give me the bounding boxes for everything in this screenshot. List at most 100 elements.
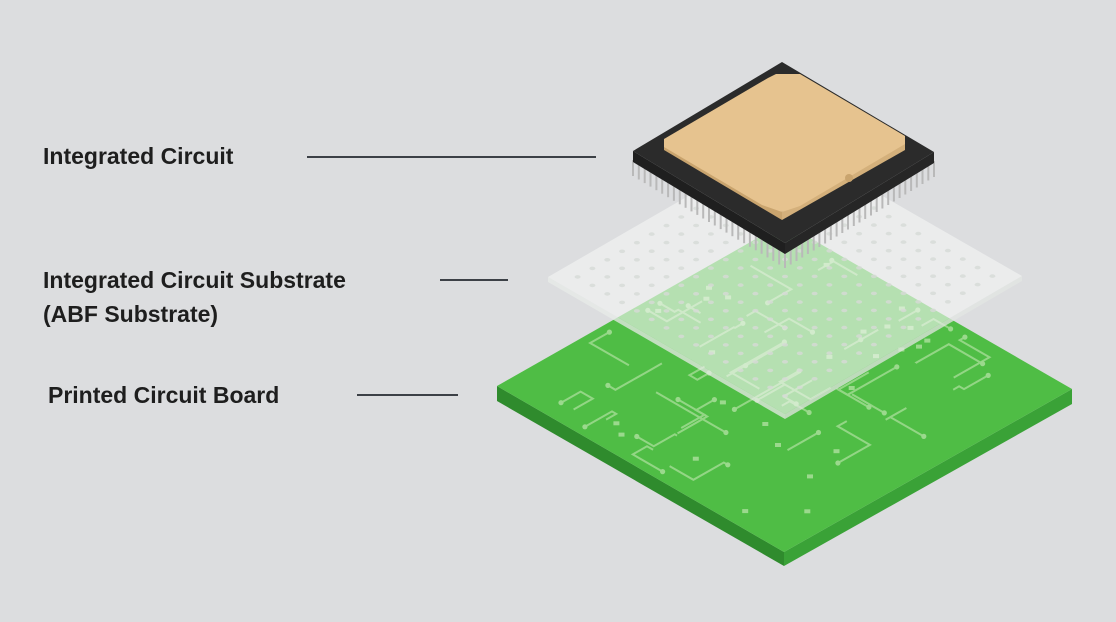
substrate-dot [693, 309, 700, 313]
substrate-dot [707, 334, 714, 339]
substrate-dot [782, 325, 788, 330]
substrate-dot [796, 385, 803, 390]
pcb-pad [675, 396, 681, 403]
substrate-dot [856, 283, 863, 287]
printed-circuit-board-label: Printed Circuit Board [48, 382, 280, 408]
pcb-pad [605, 382, 611, 388]
substrate-dot [737, 351, 744, 356]
substrate-dot [678, 317, 685, 322]
substrate-dot [722, 326, 729, 330]
integrated-circuit-leader-line [307, 156, 596, 158]
substrate-dot [841, 359, 848, 364]
substrate-dot [856, 334, 863, 338]
substrate-dot [885, 283, 892, 287]
substrate-dot [796, 283, 803, 287]
substrate-dot [811, 257, 818, 262]
substrate-dot [915, 231, 922, 236]
substrate-dot [796, 351, 803, 356]
pcb-pad [731, 406, 738, 412]
substrate-dot [870, 274, 877, 279]
substrate-dot [678, 249, 685, 253]
substrate-dot [767, 385, 774, 390]
substrate-dot [663, 240, 670, 245]
substrate-dot [870, 325, 877, 330]
substrate-dot [826, 266, 833, 270]
pcb-pad [881, 410, 887, 416]
chip-body-right-side [785, 152, 934, 254]
substrate-dot [693, 240, 700, 245]
substrate-sublabel: (ABF Substrate) [43, 301, 219, 327]
substrate-dot [826, 249, 833, 253]
substrate-dot [707, 351, 714, 356]
pcb-trace [588, 331, 630, 367]
substrate-dot [856, 266, 863, 270]
substrate-dot [693, 292, 700, 296]
substrate-dot [989, 274, 996, 278]
substrate-dot [900, 274, 907, 279]
substrate-dot [693, 343, 700, 347]
pcb-square-pad [613, 421, 620, 426]
substrate-dot [722, 343, 729, 347]
substrate-dot [619, 249, 626, 254]
chip-die [664, 74, 905, 212]
pcb-trace [630, 445, 664, 473]
pcb-square-pad [742, 509, 749, 514]
substrate-dot [722, 274, 729, 279]
substrate-dot [930, 257, 937, 261]
integrated-circuit-label: Integrated Circuit [43, 143, 234, 169]
substrate-dot [900, 325, 907, 330]
substrate-dot [826, 317, 833, 321]
substrate-dot [722, 291, 729, 296]
substrate-dot [782, 274, 788, 279]
substrate-dot [959, 274, 966, 278]
substrate-dot [752, 343, 759, 347]
pcb-trace [560, 390, 595, 411]
substrate-dot [574, 275, 581, 279]
chip-notch [845, 174, 853, 182]
substrate-dot [856, 351, 863, 355]
pcb-square-pad [924, 338, 931, 343]
pcb-pad [606, 329, 613, 335]
substrate-dot [915, 300, 922, 304]
pcb-left-edge [497, 386, 784, 566]
substrate-dot [633, 240, 640, 245]
substrate-dot [930, 240, 937, 244]
substrate-dot [648, 266, 655, 271]
substrate-dot [707, 249, 714, 253]
pcb-square-pad [833, 449, 840, 454]
substrate-dot [870, 308, 877, 313]
substrate-dot [663, 223, 670, 228]
substrate-dot [811, 342, 818, 347]
substrate-dot [944, 282, 951, 287]
substrate-dot [693, 326, 700, 330]
substrate-dot [737, 317, 744, 322]
printed-circuit-board-leader-line [357, 394, 458, 396]
substrate-dot [648, 232, 655, 236]
substrate-dot [707, 232, 714, 236]
substrate-dot [900, 240, 907, 244]
pcb-square-pad [719, 400, 726, 405]
substrate-dot [678, 232, 685, 236]
substrate-dot [782, 394, 788, 398]
substrate-dot [604, 258, 611, 262]
substrate-dot [885, 214, 892, 219]
substrate-dot [693, 274, 700, 279]
substrate-dot [752, 274, 759, 279]
substrate-dot [811, 377, 818, 381]
substrate-dot [870, 342, 877, 347]
substrate-dot [678, 266, 685, 271]
substrate-dot [752, 360, 759, 364]
pcb-right-edge [784, 389, 1072, 566]
substrate-dot [722, 240, 729, 245]
substrate-dot [767, 368, 774, 373]
substrate-dot [885, 231, 892, 236]
pcb-trace [885, 407, 925, 438]
pcb-square-pad [807, 474, 813, 479]
substrate-dot [767, 249, 774, 253]
substrate-dot [841, 274, 848, 279]
pcb-trace [952, 374, 989, 391]
substrate-dot [811, 274, 818, 279]
pcb-pad [634, 433, 640, 440]
substrate-dot [648, 249, 655, 253]
substrate-dot [767, 351, 774, 356]
